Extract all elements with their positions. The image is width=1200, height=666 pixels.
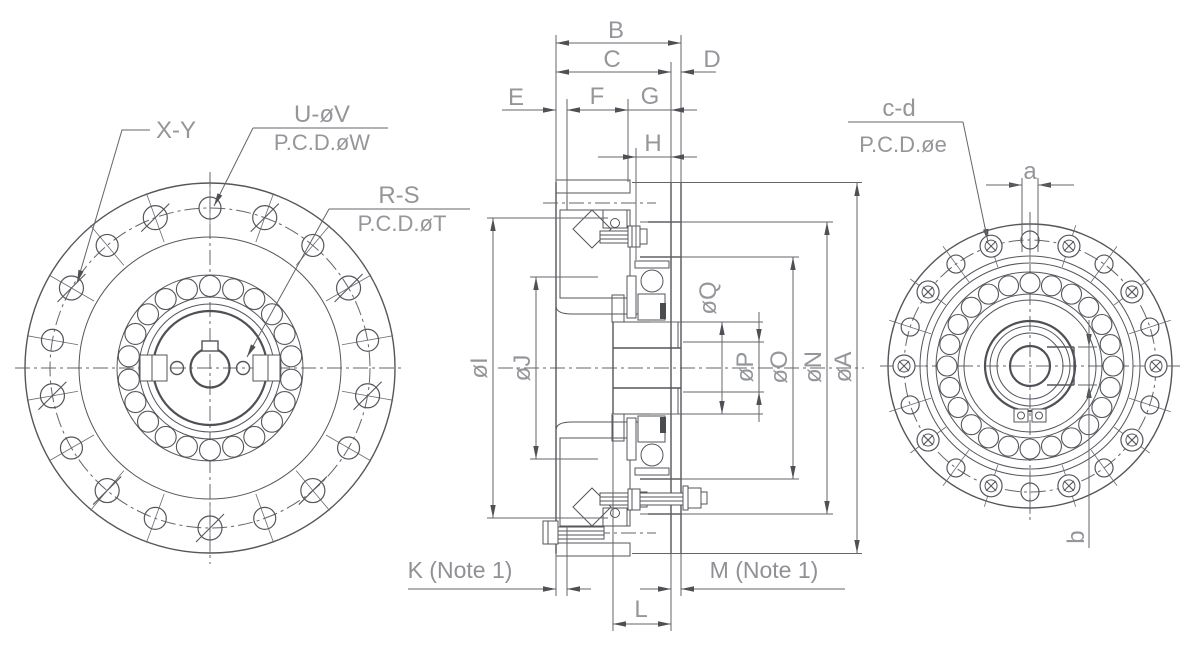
callout-pcdt-label: P.C.D.øT <box>358 211 447 236</box>
output-flange-bolt <box>639 485 708 511</box>
dim-label-i: øI <box>466 357 493 378</box>
hub-circle <box>983 319 1077 413</box>
dim-a: a <box>986 158 1074 252</box>
dimension-arrowheads <box>77 40 1092 627</box>
front-right-view: a b c-d P.C.D.øe <box>848 95 1180 548</box>
dim-label-g: G <box>641 83 660 110</box>
dim-b: b <box>1063 320 1097 548</box>
callout-pcde-label: P.C.D.øe <box>859 132 947 157</box>
callout-bolt-holes: c-d P.C.D.øe <box>848 95 989 243</box>
callout-rs-label: R-S <box>378 182 419 209</box>
dim-label-l: L <box>634 596 647 623</box>
ball-bearing-ring <box>117 274 303 462</box>
output-bore <box>1008 344 1052 388</box>
dim-label-a-dia: øA <box>830 352 857 383</box>
callout-pcdw-label: P.C.D.øW <box>274 130 370 155</box>
ball-bearing-ring <box>936 272 1124 460</box>
dim-label-h: H <box>644 130 661 157</box>
drive-slot-left <box>139 354 168 382</box>
dim-label-a: a <box>1023 158 1037 185</box>
dim-label-m: M (Note 1) <box>710 557 819 583</box>
dim-label-b: B <box>608 17 624 44</box>
dim-label-d: D <box>703 46 720 73</box>
front-left-view: X-Y U-øV P.C.D.øW R-S P.C.D.øT <box>15 101 470 564</box>
callout-xy-label: X-Y <box>156 117 196 144</box>
dim-label-c: C <box>603 46 620 73</box>
flange-bolt-holes <box>882 218 1178 514</box>
callout-cd-label: c-d <box>882 95 915 122</box>
dim-label-o: øO <box>766 350 793 383</box>
callout-bolt-holes: U-øV P.C.D.øW <box>213 101 388 207</box>
input-flange-bolt <box>542 520 605 545</box>
housing-bolt <box>599 225 648 248</box>
step-circle <box>926 262 1134 470</box>
drive-slot-right <box>252 354 281 382</box>
boss-circle <box>78 236 342 500</box>
input-side-assembly <box>543 179 681 368</box>
dim-label-q: øQ <box>695 281 722 314</box>
bolt-pitch-circle <box>49 207 371 529</box>
snap-ring-circle <box>996 332 1064 400</box>
center-tap-hole-left <box>169 360 185 376</box>
keyway-slot <box>1047 346 1075 386</box>
bearing-inner-race <box>138 296 282 440</box>
dim-label-e: E <box>508 84 524 111</box>
dim-label-p: øP <box>732 352 759 383</box>
flange-bolt-holes <box>26 182 394 554</box>
dim-label-b: b <box>1063 530 1090 543</box>
snap-ring-tabs <box>1013 408 1047 423</box>
bearing-inner-race <box>957 293 1103 439</box>
callout-uv-label: U-øV <box>294 101 350 128</box>
center-tap-hole-right <box>235 360 251 376</box>
callout-center-taps: R-S P.C.D.øT <box>246 182 470 358</box>
dim-label-n: øN <box>800 351 827 383</box>
ball <box>640 269 664 293</box>
center-hub <box>612 321 681 415</box>
inner-step-circle <box>963 299 1097 433</box>
cross-section-view: B C D E F G H øI øJ øQ øP øO øN øA K (No… <box>77 17 1092 631</box>
keyway-notch <box>201 340 219 352</box>
bearing-outer-race <box>935 271 1125 461</box>
dim-label-f: F <box>590 83 605 110</box>
dimension-lines <box>77 35 1092 631</box>
dim-label-j: øJ <box>509 355 536 382</box>
hub-inner-circle <box>989 325 1071 407</box>
dim-label-k: K (Note 1) <box>408 557 513 583</box>
callout-xy: X-Y <box>76 117 196 284</box>
